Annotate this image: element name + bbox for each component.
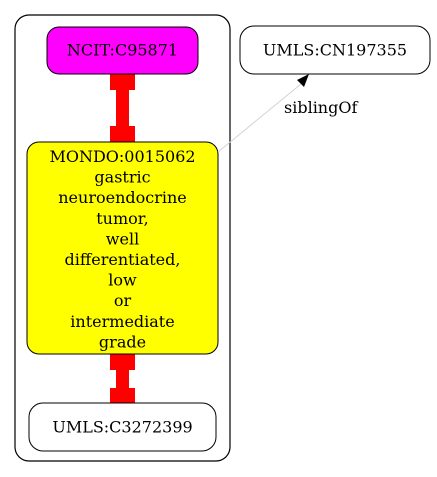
node-umls-c3272399-box (28, 402, 217, 452)
equivalence-edge-top-arrow-head (110, 126, 135, 146)
node-mondo-0015062-label-line: well (106, 229, 139, 248)
sibling-edge-arrowhead (297, 74, 309, 87)
sibling-edge-line (217, 83, 302, 153)
sibling-edge: siblingOf (217, 74, 358, 153)
node-mondo-0015062-box (26, 141, 219, 355)
node-umls-cn197355[interactable]: UMLS:CN197355 (239, 25, 431, 75)
node-umls-cn197355-label: UMLS:CN197355 (263, 41, 407, 60)
node-mondo-0015062-label-line: low (108, 271, 137, 290)
node-mondo-0015062-label-line: MONDO:0015062 (49, 147, 195, 166)
node-mondo-0015062-label-line: gastric (94, 168, 150, 187)
node-mondo-0015062-label-line: intermediate (70, 312, 174, 331)
node-ncit-c95871-box (46, 26, 199, 75)
node-mondo-0015062-label-line: differentiated, (65, 250, 181, 269)
node-mondo-0015062-label-line: grade (99, 332, 146, 351)
node-umls-c3272399[interactable]: UMLS:C3272399 (28, 402, 217, 452)
node-umls-c3272399-label: UMLS:C3272399 (52, 418, 192, 437)
sibling-edge-label: siblingOf (284, 98, 358, 117)
node-mondo-0015062-label-line: or (114, 291, 132, 310)
node-umls-cn197355-box (239, 25, 431, 75)
equivalence-edge-top-arrow-tail (110, 70, 135, 90)
node-mondo-0015062-label-line: neuroendocrine (58, 188, 187, 207)
equivalence-edge-top (110, 70, 135, 146)
equivalence-edge-bottom-arrow-tail (110, 350, 135, 370)
node-ncit-c95871[interactable]: NCIT:C95871 (46, 26, 199, 75)
node-mondo-0015062-label-line: tumor, (96, 209, 149, 228)
node-ncit-c95871-label: NCIT:C95871 (67, 41, 178, 60)
